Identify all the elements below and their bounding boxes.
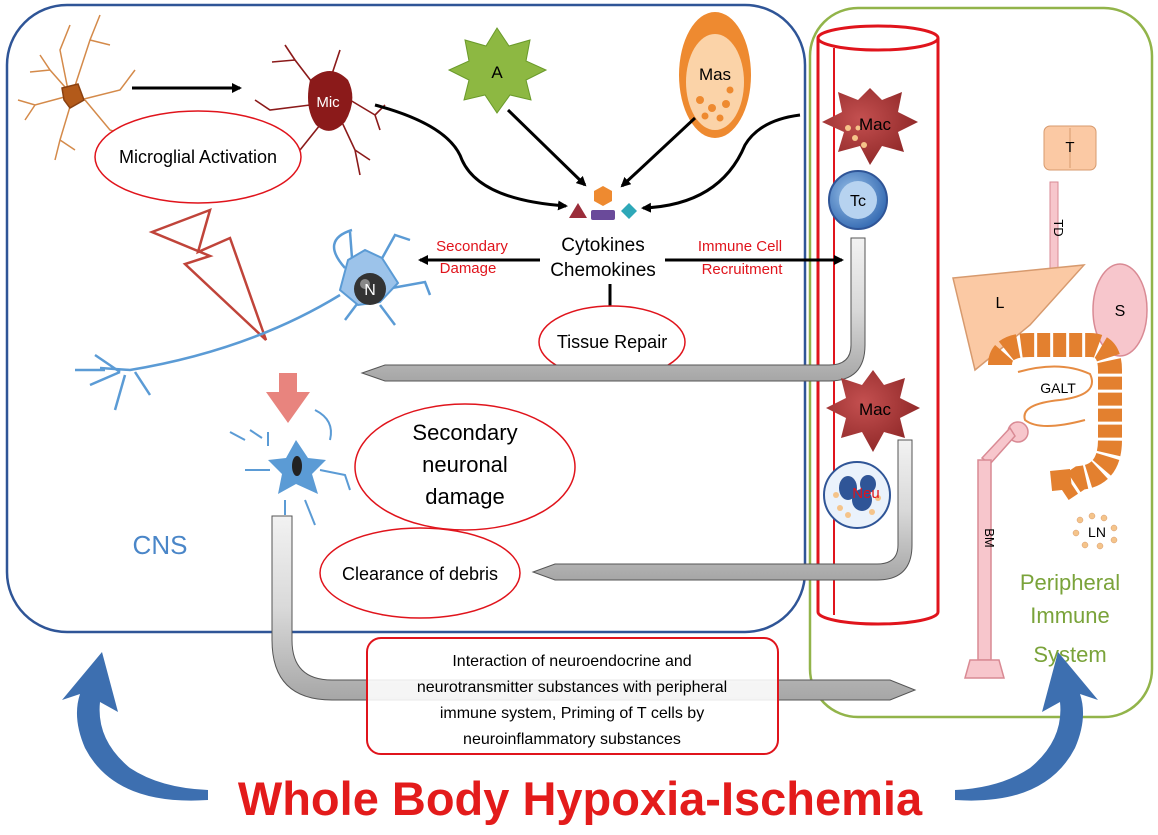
secondary-neuronal-label-2: neuronal [422,452,508,477]
gut-icon [988,333,1122,500]
arrow-astro-to-cytokines [506,108,587,187]
galt-label: GALT [1040,380,1076,396]
interaction-line-3: immune system, Priming of T cells by [440,705,704,722]
pipe-arrow-neuron-periphery [271,515,917,701]
cns-label: CNS [133,530,188,560]
activated-microglia-icon [254,44,386,176]
cytokines-label: Cytokines [561,235,644,256]
secondary-damage-label-2: Damage [440,260,497,277]
interaction-line-1: Interaction of neuroendocrine and [452,653,691,670]
resting-microglia-icon [17,14,136,161]
neu-label: Neu [852,485,880,502]
neuron-icon [75,228,432,411]
interaction-box [366,637,779,755]
spleen-icon [1092,263,1148,357]
mast-cell-label: Mas [699,65,731,84]
neutrophil-icon [823,461,891,529]
bone-marrow-icon [964,421,1029,679]
tc-label: Tc [850,193,866,210]
cytokine-diamond-icon [621,203,637,219]
peripheral-label-3: System [1033,642,1106,667]
lymph-node-label: LN [1088,524,1106,540]
immune-cell-label: Immune Cell [698,238,782,255]
macrophage-bottom-icon [826,370,920,452]
clearance-oval [319,527,521,619]
pipe-arrow-neu [531,439,913,581]
clearance-label: Clearance of debris [342,564,498,584]
damaged-neuron-icon [229,409,351,526]
neuron-label: N [364,282,376,299]
mast-cell-icon [679,12,751,138]
microglial-activation-oval [94,110,302,204]
arrow-mas-to-cytokines [620,116,697,188]
astrocyte-icon [447,27,548,114]
cytokine-hexagon-icon [594,186,612,206]
liver-label: L [996,295,1005,312]
thoracic-duct-label: TD [1051,219,1066,236]
secondary-neuronal-damage-oval [354,403,576,531]
arrow-mac-to-cytokines [641,113,801,213]
cytokine-triangle-icon [569,203,587,218]
blue-curved-arrow-right [955,652,1098,801]
liver-icon [952,264,1086,372]
chemokines-label: Chemokines [550,260,656,281]
interaction-line-2: neurotransmitter substances with periphe… [417,679,727,696]
peripheral-label-1: Peripheral [1020,570,1120,595]
secondary-neuronal-label-1: Secondary [412,420,517,445]
mac-bottom-label: Mac [859,400,892,419]
secondary-damage-label-1: Secondary [436,238,508,255]
thymus-icon [1043,125,1097,171]
peripheral-label-2: Immune [1030,603,1109,628]
cytokine-bar-icon [591,210,615,220]
lightning-bolt-icon [148,207,268,341]
spleen-label: S [1115,303,1126,320]
recruitment-label: Recruitment [702,261,784,278]
bone-marrow-label: BM [982,528,997,548]
blue-curved-arrow-left [62,652,208,801]
mic-label: Mic [316,94,340,111]
tissue-repair-label: Tissue Repair [557,332,667,352]
macrophage-top-icon [822,88,918,165]
pipe-arrow-tc [360,237,866,382]
lymph-node-icon [1072,512,1118,550]
secondary-neuronal-label-3: damage [425,484,505,509]
main-title: Whole Body Hypoxia-Ischemia [238,772,923,825]
astrocyte-label: A [491,63,503,82]
microglial-activation-label: Microglial Activation [119,147,277,167]
peripheral-region-box [808,6,1154,719]
arrow-mic-to-cytokines [374,103,568,211]
pink-down-arrow-icon [266,373,310,423]
mac-top-label: Mac [859,115,892,134]
interaction-line-4: neuroinflammatory substances [463,731,681,748]
cns-region-box [5,3,807,634]
thymus-label: T [1065,139,1074,156]
